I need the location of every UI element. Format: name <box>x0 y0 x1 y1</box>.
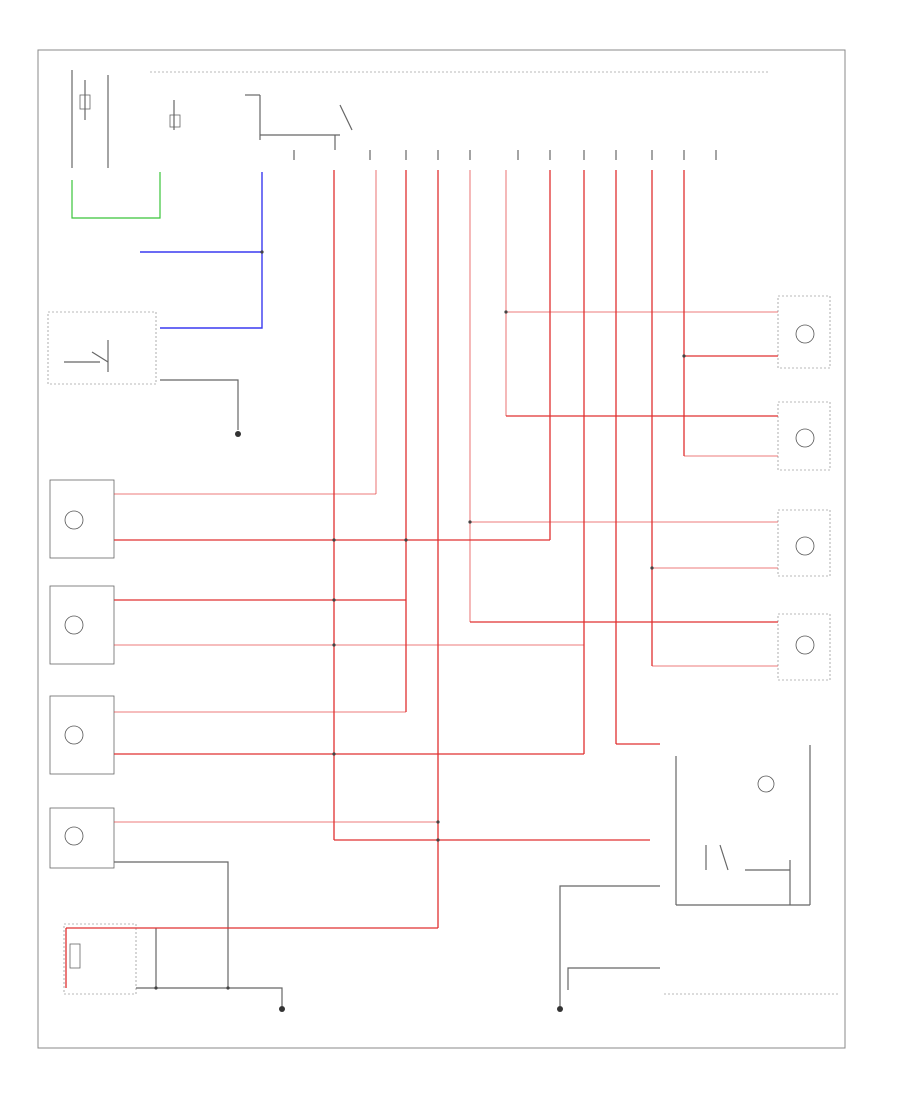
junction-dots <box>154 250 686 990</box>
lamp-r2-box <box>777 401 831 471</box>
ground-symbol-switch <box>235 431 241 437</box>
ground-symbol-1 <box>279 1006 285 1012</box>
dimmer-box <box>63 923 137 995</box>
relay-box <box>675 745 811 906</box>
lamp-r1-box <box>777 295 831 369</box>
top-switch-assembly <box>169 94 353 150</box>
lamp-l2-box <box>49 585 115 665</box>
lamp-l3-box <box>49 695 115 775</box>
lamp-l4-box <box>49 807 115 869</box>
blue-wire-main <box>160 172 263 329</box>
lamp-r4-box <box>777 613 831 681</box>
red-trunk-wires <box>333 170 685 928</box>
lamp-r3-box <box>777 509 831 577</box>
red-horizontal-wires <box>65 311 778 988</box>
gray-wire-relay-b <box>567 967 660 990</box>
switch-ground-wire <box>160 379 239 430</box>
gray-wire-lamp-l4 <box>114 861 283 1006</box>
lamp-l1-box <box>49 479 115 559</box>
green-wire <box>71 172 161 219</box>
combination-switch <box>47 311 157 385</box>
gray-wire-relay-a <box>559 885 660 1006</box>
connector-terminals <box>293 150 717 160</box>
diagram-frame <box>37 49 846 1049</box>
fuse-block <box>71 70 109 168</box>
ground-symbol-2 <box>557 1006 563 1012</box>
